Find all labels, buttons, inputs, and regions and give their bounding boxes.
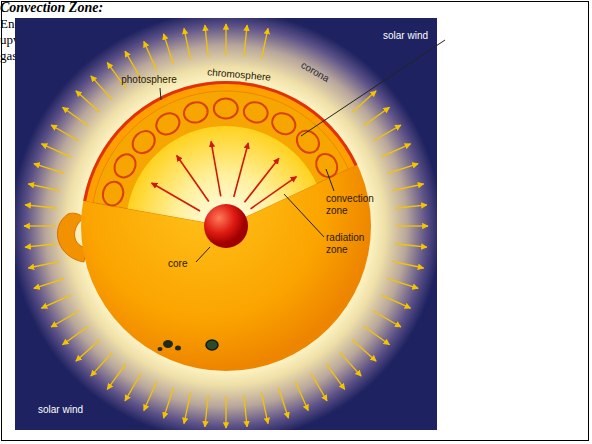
- wind-arrow: [34, 279, 64, 289]
- wind-arrow: [25, 244, 57, 247]
- wind-arrow: [311, 373, 327, 401]
- wind-arrow: [91, 352, 112, 376]
- leader-line: [196, 247, 210, 262]
- leader-lines: [160, 40, 445, 262]
- radiation-arrow: [244, 158, 278, 202]
- leader-line: [326, 169, 334, 191]
- layer-label: radiation zone: [326, 232, 382, 256]
- wind-arrow: [392, 184, 423, 191]
- wind-arrow: [184, 392, 191, 423]
- layer-label: photosphere: [121, 74, 177, 86]
- sunspot: [163, 340, 173, 348]
- convection-cell: [312, 150, 342, 181]
- wind-arrow: [63, 107, 89, 126]
- photosphere-layer: [86, 84, 355, 226]
- wind-arrow: [63, 326, 89, 345]
- wind-arrow: [205, 395, 208, 427]
- radiation-arrow: [152, 183, 200, 211]
- wind-arrow: [225, 24, 226, 56]
- wind-arrow: [388, 164, 418, 174]
- space-background: [15, 18, 437, 430]
- sunspot: [206, 340, 218, 350]
- wind-arrow: [41, 144, 70, 157]
- wind-arrow: [295, 381, 308, 410]
- wind-arrow: [364, 107, 390, 126]
- radiation-arrow: [177, 156, 209, 202]
- wind-arrow: [25, 205, 57, 208]
- wind-arrow: [392, 261, 423, 268]
- sunspot: [158, 347, 163, 351]
- region-label: solar wind: [383, 30, 428, 42]
- wind-arrow: [395, 205, 427, 208]
- wind-arrow: [381, 144, 410, 157]
- wind-arrow: [261, 392, 268, 423]
- convection-cell: [152, 109, 183, 138]
- wind-arrow: [164, 34, 174, 64]
- wind-arrow: [91, 76, 112, 100]
- layer-label: convection zone: [326, 193, 382, 217]
- wind-arrow: [205, 25, 208, 57]
- leader-line: [301, 40, 445, 136]
- convection-cell: [242, 100, 270, 125]
- wind-arrow: [34, 164, 64, 174]
- radiation-arrow: [251, 177, 297, 209]
- wind-arrow: [144, 381, 157, 410]
- cutaway: [83, 81, 357, 248]
- wind-arrow: [244, 25, 247, 57]
- wind-arrow: [225, 396, 226, 428]
- wind-arrow: [381, 295, 410, 308]
- convection-cell: [100, 179, 126, 208]
- wind-arrow: [373, 311, 401, 327]
- wind-arrow: [395, 244, 427, 247]
- wind-arrow: [76, 91, 100, 112]
- radiation-arrow: [234, 143, 248, 197]
- chromosphere-layer: [83, 81, 357, 226]
- wind-arrow: [164, 388, 174, 418]
- wind-arrow: [28, 184, 59, 191]
- wind-arrow: [76, 340, 100, 361]
- callout-heading: Convection Zone:: [0, 0, 592, 16]
- wind-arrow: [279, 388, 289, 418]
- convection-cell: [110, 150, 139, 181]
- wind-arrow: [396, 225, 428, 226]
- leader-line: [160, 88, 161, 100]
- wind-arrow: [41, 295, 70, 308]
- sun-sphere: [81, 81, 371, 371]
- solar-wind-arrows: [24, 24, 428, 428]
- wind-arrow: [261, 28, 268, 59]
- corona-glow: [15, 18, 437, 430]
- wind-arrow: [352, 340, 376, 361]
- leader-line: [284, 194, 324, 237]
- wind-arrow: [244, 395, 247, 427]
- wind-arrow: [28, 261, 59, 268]
- convection-cell: [214, 98, 238, 118]
- sunspot: [175, 346, 181, 351]
- wind-arrow: [51, 125, 79, 141]
- wind-arrow: [51, 311, 79, 327]
- wind-arrow: [340, 352, 361, 376]
- convection-cell: [182, 100, 210, 125]
- wind-arrow: [326, 364, 345, 390]
- wind-arrow: [144, 41, 157, 70]
- region-label: solar wind: [38, 404, 83, 416]
- wind-arrow: [373, 125, 401, 141]
- convection-cell: [268, 109, 299, 138]
- wind-arrow: [125, 373, 141, 401]
- layer-label: core: [168, 258, 187, 270]
- wind-arrow: [107, 364, 126, 390]
- wind-arrow: [24, 225, 56, 226]
- wind-arrow: [364, 326, 390, 345]
- convection-cell: [128, 127, 159, 158]
- wind-arrow: [388, 279, 418, 289]
- core-sphere: [204, 204, 248, 248]
- radiation-arrow: [211, 141, 221, 196]
- wind-arrow: [184, 28, 191, 59]
